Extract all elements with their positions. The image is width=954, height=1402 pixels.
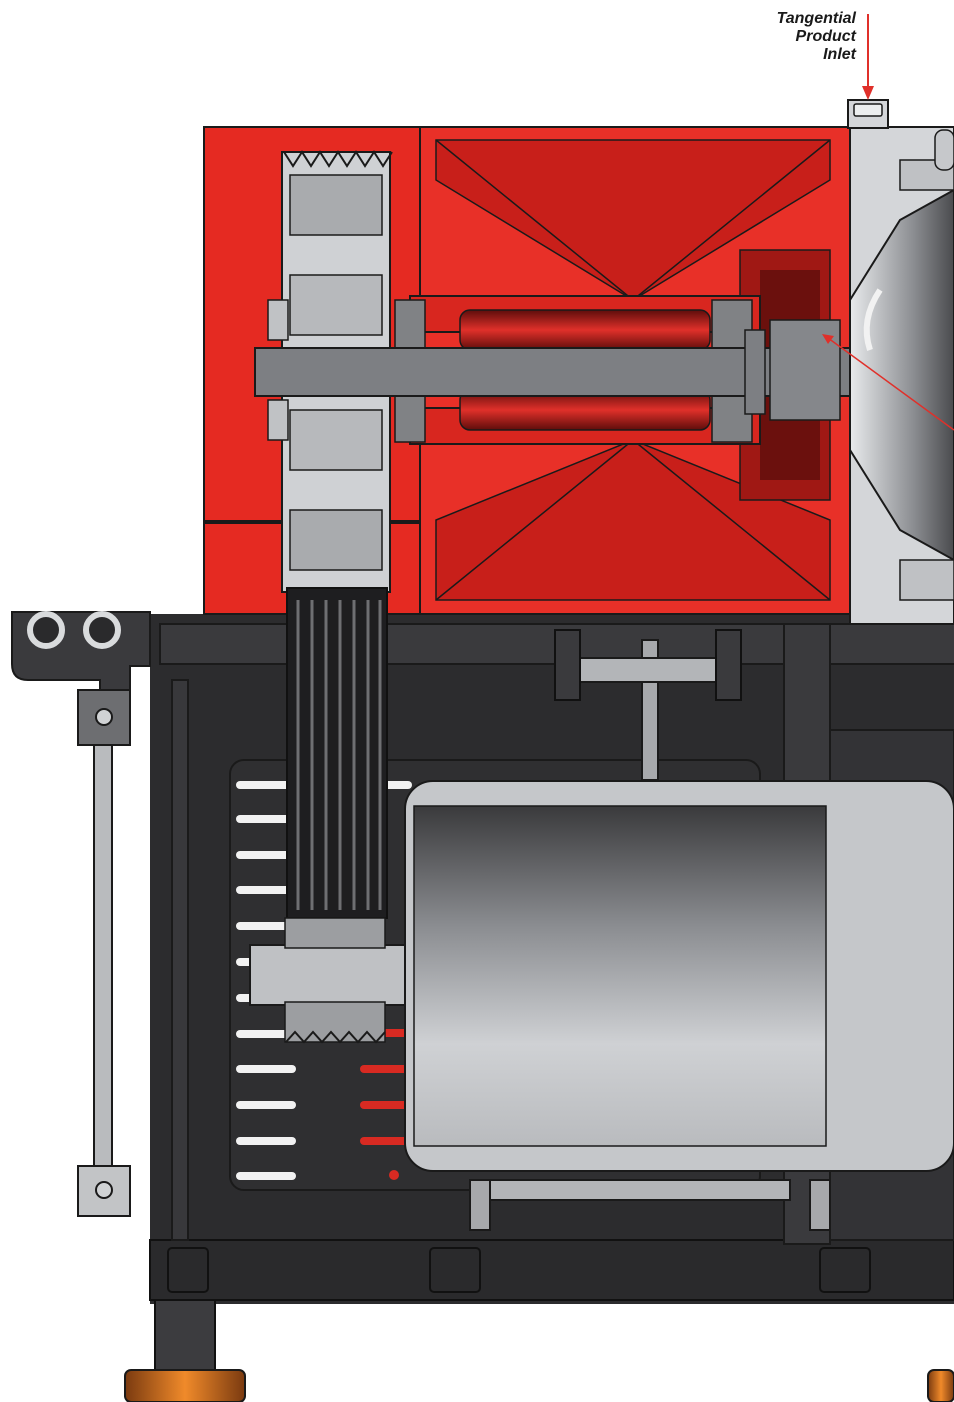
lifting-bracket xyxy=(11,611,151,691)
motor-pulley xyxy=(249,917,411,1044)
tie-rod xyxy=(77,689,131,1217)
inlet-label-line-1: Tangential xyxy=(776,10,856,27)
leader-arrow xyxy=(822,334,954,431)
machine-foot-right xyxy=(927,1369,954,1402)
electric-motor xyxy=(404,780,954,1172)
tangential-product-inlet-label: Tangential Product Inlet xyxy=(777,10,856,64)
roller-assembly xyxy=(394,295,761,445)
drive-belt xyxy=(286,587,388,919)
inlet-label-line-2: Product xyxy=(795,28,856,45)
inlet-label-line-3: Inlet xyxy=(823,46,856,63)
motor-support xyxy=(469,629,831,1231)
separator-bowl xyxy=(849,126,954,625)
inlet-arrow xyxy=(862,14,874,100)
product-inlet-port xyxy=(847,99,889,129)
machine-foot-left xyxy=(124,1299,246,1402)
main-shaft xyxy=(254,319,954,421)
